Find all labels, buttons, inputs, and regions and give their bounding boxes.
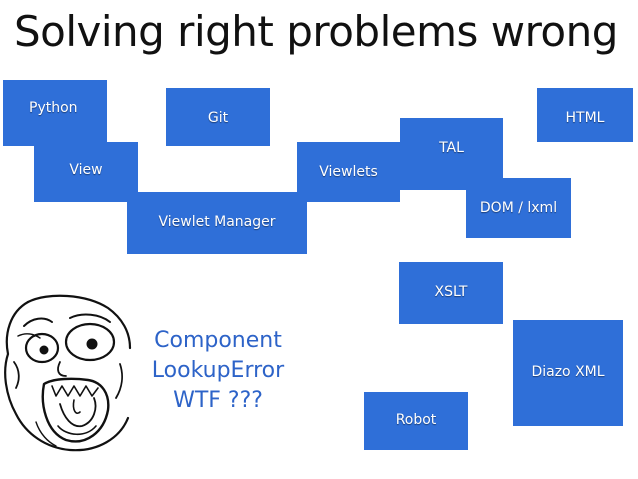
viewlet-manager-box: Viewlet Manager: [127, 192, 307, 254]
dom-lxml-label: DOM / lxml: [479, 200, 558, 216]
caption-line-3: WTF ???: [173, 388, 263, 413]
slide-title: Solving right problems wrong: [14, 7, 618, 56]
python-label: Python: [29, 100, 78, 116]
robot-box: Robot: [364, 392, 468, 450]
diazo-xml-box: Diazo XML: [513, 320, 623, 426]
caption-line-1: Component: [154, 328, 282, 353]
caption-line-2: LookupError: [151, 358, 285, 383]
viewlets-box: Viewlets: [297, 142, 400, 202]
xslt-box: XSLT: [399, 262, 503, 324]
view-label: View: [69, 162, 103, 178]
view-box: View: [34, 142, 138, 202]
xslt-label: XSLT: [434, 284, 468, 300]
diazo-xml-label: Diazo XML: [531, 364, 605, 380]
python-box: Python: [3, 80, 107, 146]
tal-box: TAL: [400, 118, 503, 190]
viewlet-manager-label: Viewlet Manager: [158, 214, 276, 230]
tal-label: TAL: [439, 140, 464, 156]
error-caption: Component LookupError WTF ???: [134, 326, 302, 416]
html-label: HTML: [565, 110, 605, 126]
robot-label: Robot: [395, 412, 437, 428]
rage-face-icon: [4, 294, 132, 452]
html-box: HTML: [537, 88, 633, 142]
git-label: Git: [207, 110, 229, 126]
git-box: Git: [166, 88, 270, 146]
dom-lxml-box: DOM / lxml: [466, 178, 571, 238]
viewlets-label: Viewlets: [319, 164, 378, 180]
